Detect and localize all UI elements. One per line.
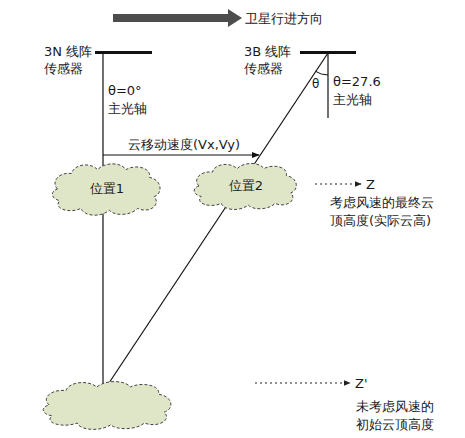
angle-arc: [315, 71, 328, 75]
velocity-arrow: [103, 154, 259, 155]
main-axis-3b: [327, 53, 328, 118]
line-array-sensor: 3N 线阵 传感器: [44, 44, 152, 78]
sensor-label: 3N 线阵 传感器: [44, 44, 102, 78]
cloud-label: 位置1: [90, 181, 124, 198]
direction-arrow: [113, 9, 242, 27]
direction-label: 卫星行进方向: [245, 10, 323, 28]
height-note: 未考虑风速的 初始云顶高度: [356, 398, 448, 433]
height-note: 考虑风速的最终云 顶高度(实际云高): [330, 194, 452, 229]
cloud-position: 位置2: [190, 160, 302, 212]
sight-line: [102, 54, 103, 172]
axis-label: θ=27.6 主光轴: [333, 73, 387, 108]
line-array-sensor: 3B 线阵 传感器: [244, 44, 356, 78]
velocity-label: 云移动速度(Vx,Vy): [128, 136, 240, 154]
axis-label: θ=0° 主光轴: [108, 82, 154, 117]
sight-line-slant: [103, 53, 328, 392]
sensor-label: 3B 线阵 传感器: [244, 44, 302, 78]
height-pointer-z: [315, 183, 361, 184]
cloud-label: 位置2: [229, 178, 263, 195]
cloud-outline: [52, 164, 160, 215]
cloud-position: 位置1: [48, 160, 166, 218]
sensor-bar: [300, 51, 356, 54]
sight-line-vertical: [102, 195, 103, 396]
height-symbol: Z': [355, 375, 367, 393]
height-symbol: Z: [366, 176, 375, 194]
cloud-outline: [194, 163, 296, 209]
height-pointer-z-prime: [255, 382, 350, 383]
angle-symbol: θ: [312, 76, 319, 92]
sensor-bar: [95, 51, 152, 54]
initial-cloud: [43, 382, 171, 430]
